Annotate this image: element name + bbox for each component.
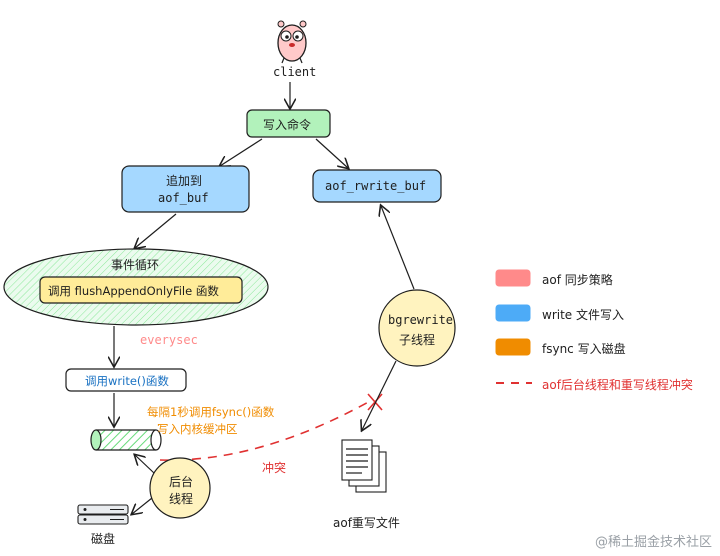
write-command-box (246, 109, 331, 138)
flush-call-box (39, 276, 243, 304)
gopher-icon (277, 20, 307, 64)
bgrewrite-label-line1: bgrewrite (388, 313, 454, 327)
append-label-line2: aof_buf (158, 191, 209, 205)
aof-file-label: aof重写文件 (333, 516, 400, 530)
conflict-label: 冲突 (262, 461, 287, 475)
bg-thread-label-line2: 线程 (169, 492, 194, 506)
rewrite-buf-label: aof_rwrite_buf (325, 179, 427, 193)
arrow-to-append (220, 138, 263, 166)
watermark: @稀土掘金技术社区 (594, 535, 712, 550)
legend-swatch-write (495, 304, 531, 322)
legend-swatch-aof (495, 269, 531, 287)
legend-label-write: write 文件写入 (542, 308, 624, 322)
kernel-buffer-cylinder (90, 429, 162, 451)
legend-swatch-fsync (495, 338, 531, 356)
conflict-dashed-line (159, 399, 373, 461)
client-label: client (273, 65, 317, 79)
arrow-bg-to-buffer (135, 455, 155, 474)
bgrewrite-label-line2: 子线程 (399, 333, 436, 347)
bgrewrite-circle (378, 289, 456, 367)
aof-rewrite-buf-box (312, 169, 442, 203)
write-call-box (65, 368, 187, 392)
fsync-label-line1: 每隔1秒调用fsync()函数 (147, 405, 275, 419)
write-call-label: 调用write()函数 (85, 374, 169, 388)
legend-label-conflict: aof后台线程和重写线程冲突 (542, 378, 693, 392)
arrow-bg-to-disk (132, 497, 153, 514)
write-command-label: 写入命令 (263, 118, 312, 132)
flush-call-label: 调用 flushAppendOnlyFile 函数 (48, 284, 219, 298)
legend-label-fsync: fsync 写入磁盘 (542, 342, 626, 356)
fsync-label-line2: 写入内核缓冲区 (157, 422, 238, 436)
bg-thread-circle (149, 457, 211, 519)
bg-thread-label-line1: 后台 (169, 475, 194, 489)
aof-file-icon (341, 439, 387, 493)
arrow-to-rewrite-buf (315, 138, 348, 168)
append-aof-buf-box (121, 165, 250, 213)
arrow-to-event-loop (135, 213, 177, 248)
disk-label: 磁盘 (91, 532, 116, 546)
event-loop-title: 事件循环 (111, 258, 160, 272)
arrow-bgrewrite-to-file (362, 360, 397, 430)
disk-icon (77, 504, 129, 525)
append-label-line1: 追加到 (166, 174, 203, 188)
conflict-x-icon (367, 393, 383, 411)
arrow-bgrewrite-to-buf (381, 206, 415, 290)
everysec-label: everysec (140, 333, 198, 347)
legend-label-aof: aof 同步策略 (542, 273, 613, 287)
